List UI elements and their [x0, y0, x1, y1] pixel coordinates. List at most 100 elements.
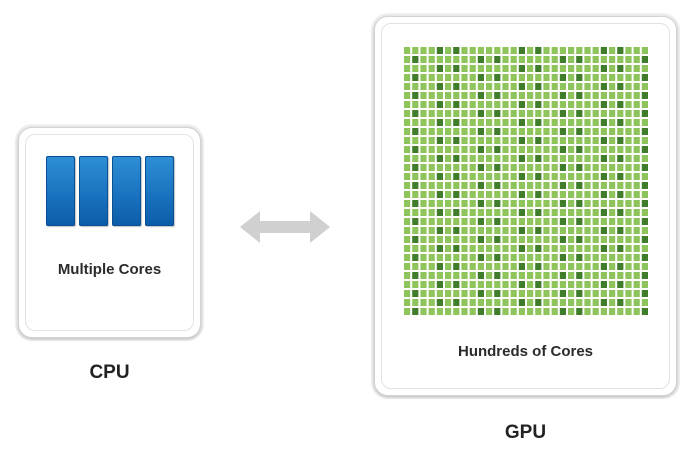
- gpu-core: [559, 209, 566, 216]
- gpu-core: [510, 299, 517, 306]
- gpu-core: [428, 47, 435, 54]
- gpu-core: [494, 308, 501, 315]
- gpu-core: [568, 272, 575, 279]
- gpu-core: [486, 47, 493, 54]
- gpu-core: [428, 263, 435, 270]
- gpu-core: [445, 128, 452, 135]
- gpu-core: [584, 47, 591, 54]
- gpu-core: [502, 200, 509, 207]
- gpu-core: [600, 182, 607, 189]
- gpu-core: [477, 83, 484, 90]
- gpu-core: [535, 56, 542, 63]
- gpu-core: [633, 101, 640, 108]
- gpu-core: [502, 56, 509, 63]
- gpu-core: [600, 92, 607, 99]
- gpu-core: [641, 182, 648, 189]
- gpu-core: [469, 272, 476, 279]
- gpu-core: [576, 263, 583, 270]
- gpu-core: [559, 83, 566, 90]
- gpu-core: [568, 65, 575, 72]
- gpu-core: [535, 110, 542, 117]
- gpu-core: [404, 164, 411, 171]
- gpu-core: [510, 281, 517, 288]
- cpu-title: CPU: [89, 362, 130, 383]
- gpu-core: [609, 308, 616, 315]
- gpu-core: [592, 128, 599, 135]
- gpu-core: [641, 137, 648, 144]
- gpu-core: [486, 83, 493, 90]
- gpu-core: [477, 155, 484, 162]
- gpu-core: [592, 290, 599, 297]
- gpu-core: [592, 173, 599, 180]
- gpu-core: [568, 245, 575, 252]
- gpu-core: [510, 173, 517, 180]
- gpu-core: [420, 299, 427, 306]
- gpu-core: [494, 281, 501, 288]
- gpu-core: [486, 65, 493, 72]
- gpu-core: [428, 101, 435, 108]
- gpu-core: [641, 272, 648, 279]
- gpu-core: [641, 191, 648, 198]
- gpu-core: [510, 191, 517, 198]
- gpu-core: [412, 128, 419, 135]
- gpu-core: [428, 164, 435, 171]
- gpu-core: [502, 254, 509, 261]
- gpu-core: [469, 290, 476, 297]
- gpu-core: [518, 119, 525, 126]
- gpu-core: [453, 263, 460, 270]
- gpu-core: [486, 74, 493, 81]
- gpu-core: [600, 56, 607, 63]
- gpu-core: [404, 254, 411, 261]
- gpu-core: [609, 245, 616, 252]
- gpu-core: [420, 209, 427, 216]
- gpu-core: [543, 245, 550, 252]
- gpu-core: [420, 92, 427, 99]
- gpu-core: [404, 146, 411, 153]
- gpu-core-grid: [404, 47, 648, 315]
- gpu-core: [510, 146, 517, 153]
- gpu-core: [477, 146, 484, 153]
- gpu-core: [559, 56, 566, 63]
- gpu-core: [412, 182, 419, 189]
- gpu-core: [428, 137, 435, 144]
- gpu-core: [445, 263, 452, 270]
- gpu-core: [445, 155, 452, 162]
- gpu-core: [600, 74, 607, 81]
- gpu-core: [445, 299, 452, 306]
- gpu-core: [428, 74, 435, 81]
- gpu-core: [543, 290, 550, 297]
- gpu-core: [453, 173, 460, 180]
- gpu-core: [486, 272, 493, 279]
- gpu-core: [518, 200, 525, 207]
- gpu-core: [428, 200, 435, 207]
- gpu-core: [576, 173, 583, 180]
- gpu-core: [518, 155, 525, 162]
- gpu-core: [568, 101, 575, 108]
- gpu-core: [428, 65, 435, 72]
- gpu-core: [568, 191, 575, 198]
- gpu-core: [617, 128, 624, 135]
- gpu-core: [559, 146, 566, 153]
- gpu-core: [625, 47, 632, 54]
- gpu-core: [510, 200, 517, 207]
- gpu-core: [502, 236, 509, 243]
- gpu-core: [502, 290, 509, 297]
- gpu-core: [477, 263, 484, 270]
- gpu-core: [568, 137, 575, 144]
- gpu-core: [551, 74, 558, 81]
- gpu-core: [592, 146, 599, 153]
- gpu-core: [641, 281, 648, 288]
- gpu-core: [625, 173, 632, 180]
- gpu-core: [559, 128, 566, 135]
- gpu-core: [592, 236, 599, 243]
- gpu-core: [617, 173, 624, 180]
- gpu-core: [486, 92, 493, 99]
- gpu-core: [420, 173, 427, 180]
- gpu-core: [543, 200, 550, 207]
- gpu-core: [412, 119, 419, 126]
- gpu-core: [592, 218, 599, 225]
- gpu-core: [428, 272, 435, 279]
- gpu-core: [600, 83, 607, 90]
- gpu-core: [527, 182, 534, 189]
- gpu-core: [592, 263, 599, 270]
